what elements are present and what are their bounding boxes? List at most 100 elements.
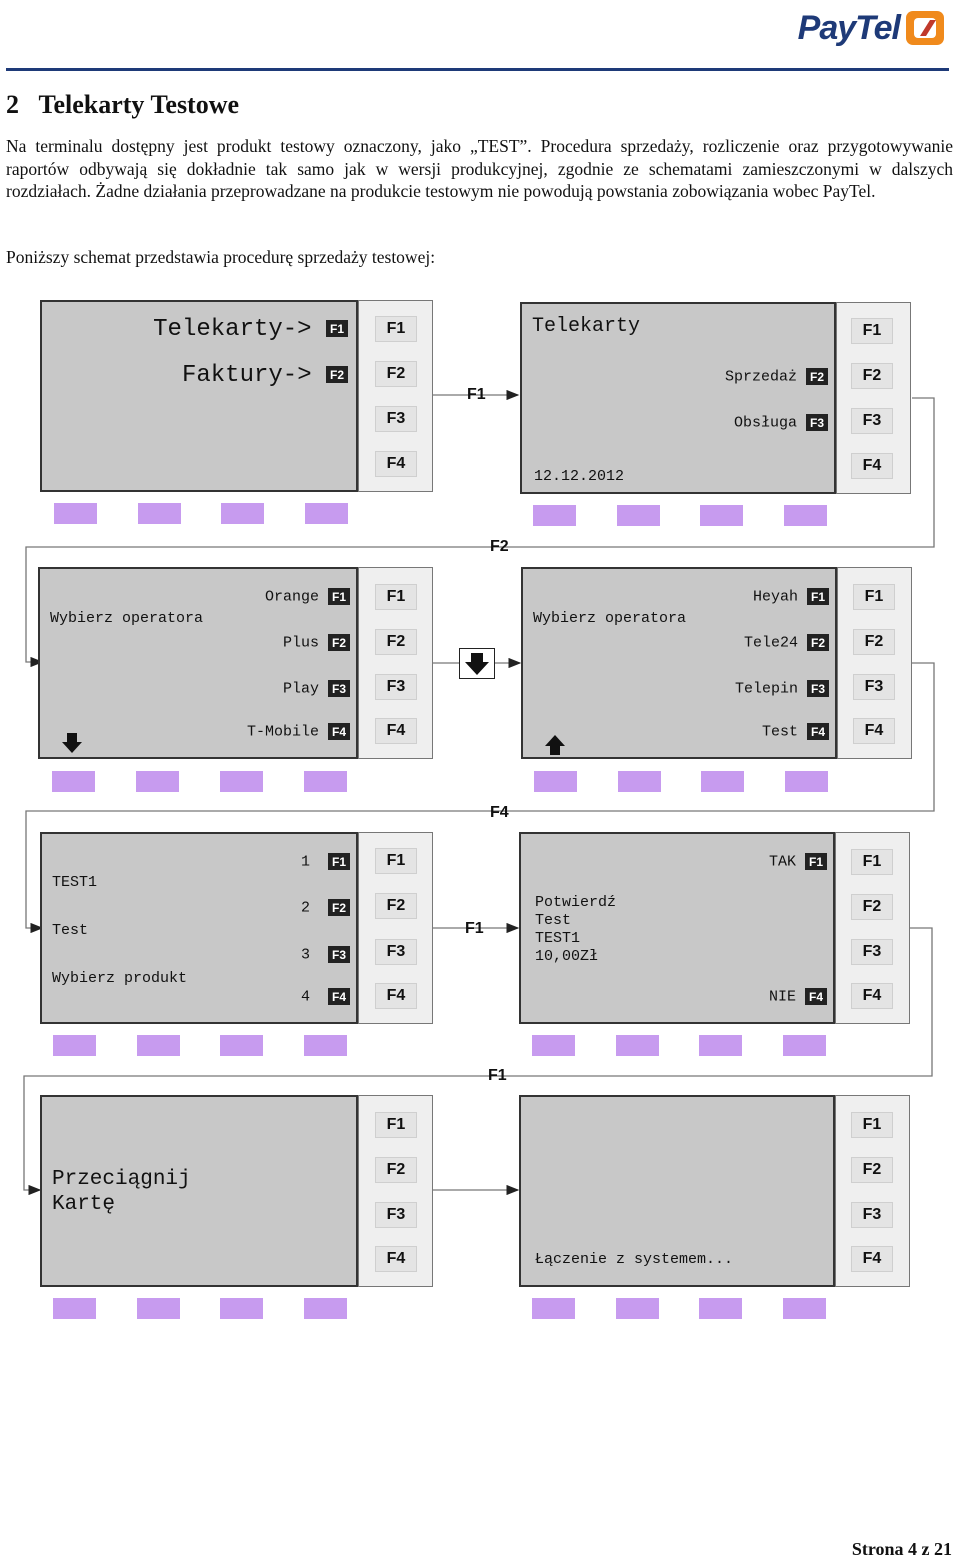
f3-button[interactable]: F3 [375,674,417,700]
screen-option: Heyah F1 [753,588,829,605]
keypad-key[interactable] [616,1298,659,1319]
keypad-key[interactable] [783,1298,826,1319]
keypad-key[interactable] [785,771,828,792]
f3-button[interactable]: F3 [375,939,417,965]
f2-button[interactable]: F2 [853,629,895,655]
intro-paragraph: Na terminalu dostępny jest produkt testo… [6,136,953,202]
key-tag: F4 [328,988,350,1005]
f2-button[interactable]: F2 [375,1157,417,1183]
f3-button[interactable]: F3 [375,1202,417,1228]
f2-button[interactable]: F2 [375,361,417,387]
keypad-key[interactable] [220,771,263,792]
keypad-key[interactable] [617,505,660,526]
keypad-key[interactable] [699,1298,742,1319]
keypad-key[interactable] [221,503,264,524]
f3-button[interactable]: F3 [853,674,895,700]
keypad-key[interactable] [137,1298,180,1319]
screen-option: 2 F2 [301,899,350,916]
f2-button[interactable]: F2 [851,1157,893,1183]
section-heading: 2 Telekarty Testowe [6,90,239,120]
f2-button[interactable]: F2 [851,363,893,389]
arrow-down-icon [62,733,82,753]
screen-option: Orange F1 [265,588,350,605]
arrow-up-icon [545,735,565,755]
keypad-key[interactable] [784,505,827,526]
header-rule [6,68,949,71]
keypad-key[interactable] [304,1035,347,1056]
f4-button[interactable]: F4 [851,983,893,1009]
f1-button[interactable]: F1 [851,318,893,344]
keypad-key[interactable] [783,1035,826,1056]
keypad-key[interactable] [304,771,347,792]
keypad-key[interactable] [137,1035,180,1056]
keypad-key[interactable] [618,771,661,792]
keypad-key[interactable] [52,771,95,792]
scroll-down-button[interactable] [459,648,495,679]
option-t-mobile: T-Mobile [246,723,319,741]
option-sprzedaz: Sprzedaż [724,368,797,386]
f4-button[interactable]: F4 [851,1246,893,1272]
f4-button[interactable]: F4 [851,453,893,479]
screen-option: NIE F4 [769,988,827,1005]
f1-button[interactable]: F1 [851,1112,893,1138]
keypad-key[interactable] [220,1035,263,1056]
option-telepin: Telepin [734,680,798,698]
f4-button[interactable]: F4 [375,1246,417,1272]
key-tag: F1 [807,588,829,605]
screen-option: 4 F4 [301,988,350,1005]
f4-button[interactable]: F4 [375,451,417,477]
keypad-key[interactable] [700,505,743,526]
f1-button[interactable]: F1 [375,316,417,342]
f4-button[interactable]: F4 [375,718,417,744]
keypad-key[interactable] [138,503,181,524]
arrow-down-icon [465,653,489,675]
key-tag: F1 [328,588,350,605]
screen-menu-line: Faktury-> F2 [182,362,348,389]
schema-intro: Poniższy schemat przedstawia procedurę s… [6,247,436,267]
keypad-key[interactable] [532,1035,575,1056]
keypad-key[interactable] [699,1035,742,1056]
keypad-key[interactable] [701,771,744,792]
keypad-key[interactable] [533,505,576,526]
f3-button[interactable]: F3 [851,1202,893,1228]
f4-button[interactable]: F4 [375,983,417,1009]
screen-option: Obsługa F3 [734,414,828,431]
option-4: 4 [300,988,310,1006]
f4-button[interactable]: F4 [853,718,895,744]
keypad-key[interactable] [532,1298,575,1319]
f1-button[interactable]: F1 [375,584,417,610]
key-tag: F3 [806,414,828,431]
keypad-key[interactable] [304,1298,347,1319]
keypad-key[interactable] [136,771,179,792]
keypad-key[interactable] [54,503,97,524]
keypad-key[interactable] [305,503,348,524]
screen-option: 3 F3 [301,946,350,963]
logo-text: PayTel [797,8,901,47]
f1-button[interactable]: F1 [851,849,893,875]
option-tele24: Tele24 [743,634,798,652]
keypad-key[interactable] [53,1298,96,1319]
f2-button[interactable]: F2 [375,629,417,655]
key-tag: F2 [328,634,350,651]
f3-button[interactable]: F3 [375,406,417,432]
keypad-key[interactable] [53,1035,96,1056]
option-nie: NIE [768,988,796,1006]
f1-button[interactable]: F1 [375,1112,417,1138]
option-3: 3 [300,946,310,964]
option-plus: Plus [282,634,319,652]
key-tag: F3 [807,680,829,697]
f2-button[interactable]: F2 [375,893,417,919]
keypad-key[interactable] [616,1035,659,1056]
f3-button[interactable]: F3 [851,939,893,965]
key-tag: F2 [807,634,829,651]
keypad-key[interactable] [534,771,577,792]
page-number: Strona 4 z 21 [851,1539,952,1559]
transition-label: F4 [490,804,509,821]
f1-button[interactable]: F1 [853,584,895,610]
screen-line: 10,00Zł [535,948,599,965]
keypad-key[interactable] [220,1298,263,1319]
f3-button[interactable]: F3 [851,408,893,434]
f2-button[interactable]: F2 [851,894,893,920]
f1-button[interactable]: F1 [375,848,417,874]
key-tag: F2 [328,899,350,916]
